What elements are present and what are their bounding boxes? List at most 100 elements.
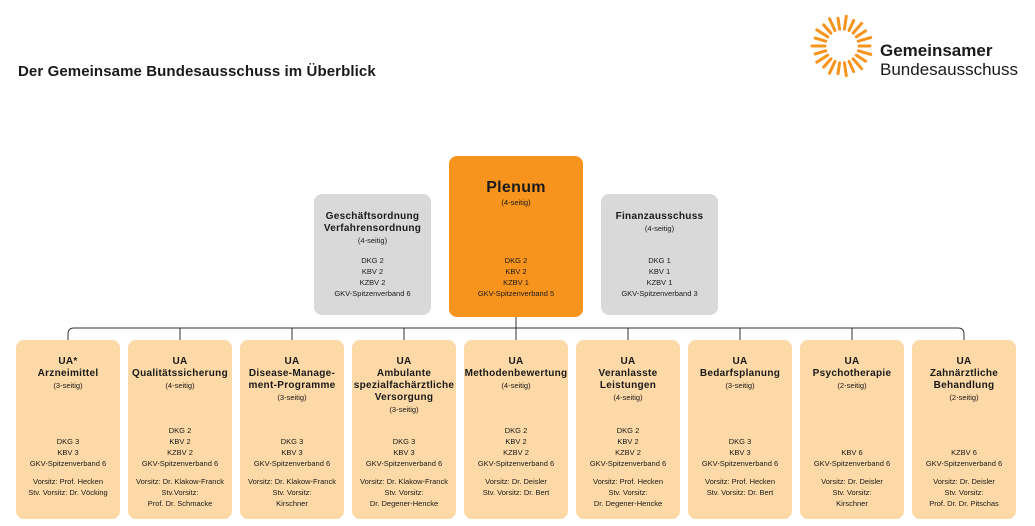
ua-chair: Stv. Vorsitz: [944,488,984,497]
ua-title-line: Disease-Manage- [248,368,336,379]
ua-member: GKV-Spitzenverband 6 [253,459,331,468]
box-title: Geschäftsordnung [325,211,420,222]
ua-sub: (2-seitig) [949,393,979,402]
ua-title-line: Behandlung [933,380,995,391]
ua-title-line: Psychotherapie [812,368,892,379]
ua-title-line: UA* [58,356,78,367]
logo-line-2: Bundesausschuss [880,60,1018,79]
ua-title-line: UA [620,356,636,367]
member: KZBV 1 [646,278,673,287]
box-sub: (4-seitig) [357,236,388,245]
member: DKG 2 [361,256,384,265]
ua-chair: Prof. Dr. Dr. Pitschas [929,499,999,508]
ua-title-line: UA [396,356,412,367]
member: GKV-Spitzenverband 5 [477,289,555,298]
ua-title-line: ment-Programme [248,380,336,391]
member: KBV 2 [505,267,527,276]
member: GKV-Spitzenverband 6 [334,289,411,298]
ua-chair: Stv. Vorsitz: [272,488,312,497]
ua-member: KZBV 2 [167,448,193,457]
ua-member: DKG 3 [392,437,416,446]
member: KZBV 2 [359,278,386,287]
ua-member: KBV 3 [393,448,415,457]
box-plenum: Plenum (4-seitig) DKG 2 KBV 2 KZBV 1 GKV… [449,156,583,317]
ua-title-line: UA [732,356,748,367]
ua-chair: Vorsitz: Dr. Deisler [933,477,995,486]
ua-title-line: Arzneimittel [37,368,99,379]
ua-title-line: Versorgung [374,392,434,403]
ua-title-line: UA [956,356,972,367]
ua-member: KBV 2 [505,437,527,446]
ua-title-line: Veranlasste [598,368,658,379]
ua-title-line: Leistungen [599,380,657,391]
ua-chair: Stv. Vorsitz: [384,488,424,497]
ua-member: GKV-Spitzenverband 6 [925,459,1003,468]
ua-chair: Stv. Vorsitz: [608,488,648,497]
ua-member: DKG 3 [728,437,752,446]
ua-title-line: UA [844,356,860,367]
ua-sub: (4-seitig) [501,381,531,390]
ua-title-line: Bedarfsplanung [699,368,781,379]
ua-member: KBV 3 [729,448,751,457]
ua-chair: Stv. Vorsitz: Dr. Vöcking [28,488,108,497]
ua-title-line: spezialfachärztliche [353,380,455,391]
ua-chair: Dr. Degener-Hencke [593,499,663,508]
ua-chair: Vorsitz: Dr. Deisler [485,477,547,486]
ua-chair: Vorsitz: Dr. Klakow-Franck [248,477,336,486]
ua-sub: (3-seitig) [389,405,419,414]
ua-sub: (2-seitig) [837,381,867,390]
ua-title-line: UA [508,356,524,367]
ua-chair: Stv. Vorsitz: Dr. Bert [706,488,774,497]
ua-chair: Vorsitz: Prof. Hecken [704,477,776,486]
ua-member: GKV-Spitzenverband 6 [365,459,443,468]
ua-member: DKG 2 [504,426,528,435]
ua-title-line: Qualitätssicherung [132,368,228,379]
ua-chair: Vorsitz: Dr. Klakow-Franck [136,477,224,486]
ua-member: GKV-Spitzenverband 6 [701,459,779,468]
ua-member: KBV 3 [281,448,303,457]
ua-member: KBV 2 [169,437,191,446]
ua-member: DKG 3 [56,437,80,446]
ua-title-line: UA [284,356,300,367]
box-title: Plenum [486,179,546,196]
page-title: Der Gemeinsame Bundesausschuss im Überbl… [18,63,376,80]
ua-sub: (3-seitig) [53,381,83,390]
ua-member: KZBV 2 [503,448,529,457]
sun-logo-icon [810,14,873,78]
ua-chair: Stv. Vorsitz: [832,488,872,497]
ua-chair: Vorsitz: Dr. Deisler [821,477,883,486]
ua-member: GKV-Spitzenverband 6 [589,459,667,468]
ua-chair: Stv. Vorsitz: Dr. Bert [482,488,550,497]
ua-chair: Dr. Degener-Hencke [369,499,439,508]
logo: Gemeinsamer Bundesausschuss [808,5,1028,83]
ua-sub: (3-seitig) [277,393,307,402]
box-sub: (4-seitig) [501,198,531,207]
ua-chair: Vorsitz: Dr. Klakow-Franck [360,477,448,486]
ua-member: KBV 3 [57,448,79,457]
ua-chair: Vorsitz: Prof. Hecken [32,477,104,486]
ua-title-line: Ambulante [376,368,432,379]
ua-member: DKG 2 [616,426,640,435]
ua-member: DKG 3 [280,437,304,446]
ua-title-line: Zahnärztliche [929,368,999,379]
member: DKG 1 [648,256,671,265]
ua-member: GKV-Spitzenverband 6 [813,459,891,468]
member: KBV 1 [648,267,671,276]
member: DKG 2 [504,256,528,265]
member: GKV-Spitzenverband 3 [621,289,698,298]
box-title: Verfahrensordnung [323,223,422,234]
member: KZBV 1 [503,278,529,287]
ua-chair: Vorsitz: Prof. Hecken [592,477,664,486]
ua-sub: (3-seitig) [725,381,755,390]
ua-member: KZBV 2 [615,448,641,457]
